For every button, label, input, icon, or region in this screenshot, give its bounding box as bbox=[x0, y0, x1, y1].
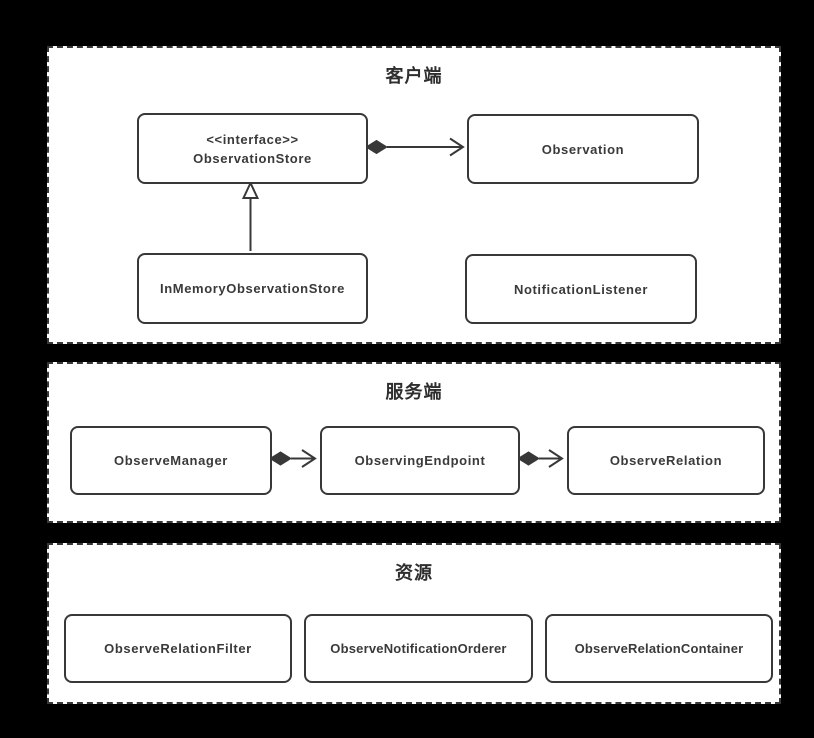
client-panel-title: 客户端 bbox=[385, 66, 443, 86]
class-name: ObservationStore bbox=[193, 150, 312, 166]
class-name: ObserveRelation bbox=[609, 453, 723, 468]
stereotype-label: <<interface>> bbox=[206, 131, 299, 147]
class-name: ObserveRelationContainer bbox=[574, 641, 744, 656]
class-box-observemanager: ObserveManager bbox=[70, 426, 272, 495]
class-box-observingendpoint: ObservingEndpoint bbox=[320, 426, 520, 495]
class-name: Observation bbox=[541, 141, 625, 157]
class-name: InMemoryObservationStore bbox=[160, 281, 345, 296]
resource-panel-title: 资源 bbox=[395, 563, 433, 583]
class-box-observerelationfilter: ObserveRelationFilter bbox=[64, 614, 292, 683]
realization-arrow-inmemory-observationstore bbox=[241, 180, 260, 251]
class-box-observerelationcontainer: ObserveRelationContainer bbox=[545, 614, 773, 683]
client-panel: 客户端 <<interface>> ObservationStore Obser… bbox=[47, 46, 781, 344]
server-panel-title: 服务端 bbox=[385, 382, 443, 402]
class-name: NotificationListener bbox=[513, 281, 649, 297]
class-name: ObservingEndpoint bbox=[354, 453, 486, 468]
class-box-notificationlistener: NotificationListener bbox=[465, 254, 697, 324]
resource-panel: 资源 ObserveRelationFilter ObserveNotifica… bbox=[47, 543, 781, 704]
aggregation-arrow-observingendpoint-observerelation bbox=[517, 449, 564, 468]
class-box-observenotificationorderer: ObserveNotificationOrderer bbox=[304, 614, 533, 683]
class-box-inmemoryobservationstore: InMemoryObservationStore bbox=[137, 253, 368, 324]
class-name: ObserveManager bbox=[114, 453, 228, 468]
class-name: ObserveNotificationOrderer bbox=[330, 641, 507, 656]
class-box-observerelation: ObserveRelation bbox=[567, 426, 765, 495]
class-name: ObserveRelationFilter bbox=[104, 641, 252, 656]
aggregation-arrow-observationstore-observation bbox=[365, 137, 465, 157]
server-panel: 服务端 ObserveManager ObservingEndpoint Obs… bbox=[47, 362, 781, 523]
aggregation-arrow-observemanager-observingendpoint bbox=[269, 449, 317, 468]
class-box-observationstore: <<interface>> ObservationStore bbox=[137, 113, 368, 184]
class-box-observation: Observation bbox=[467, 114, 699, 184]
